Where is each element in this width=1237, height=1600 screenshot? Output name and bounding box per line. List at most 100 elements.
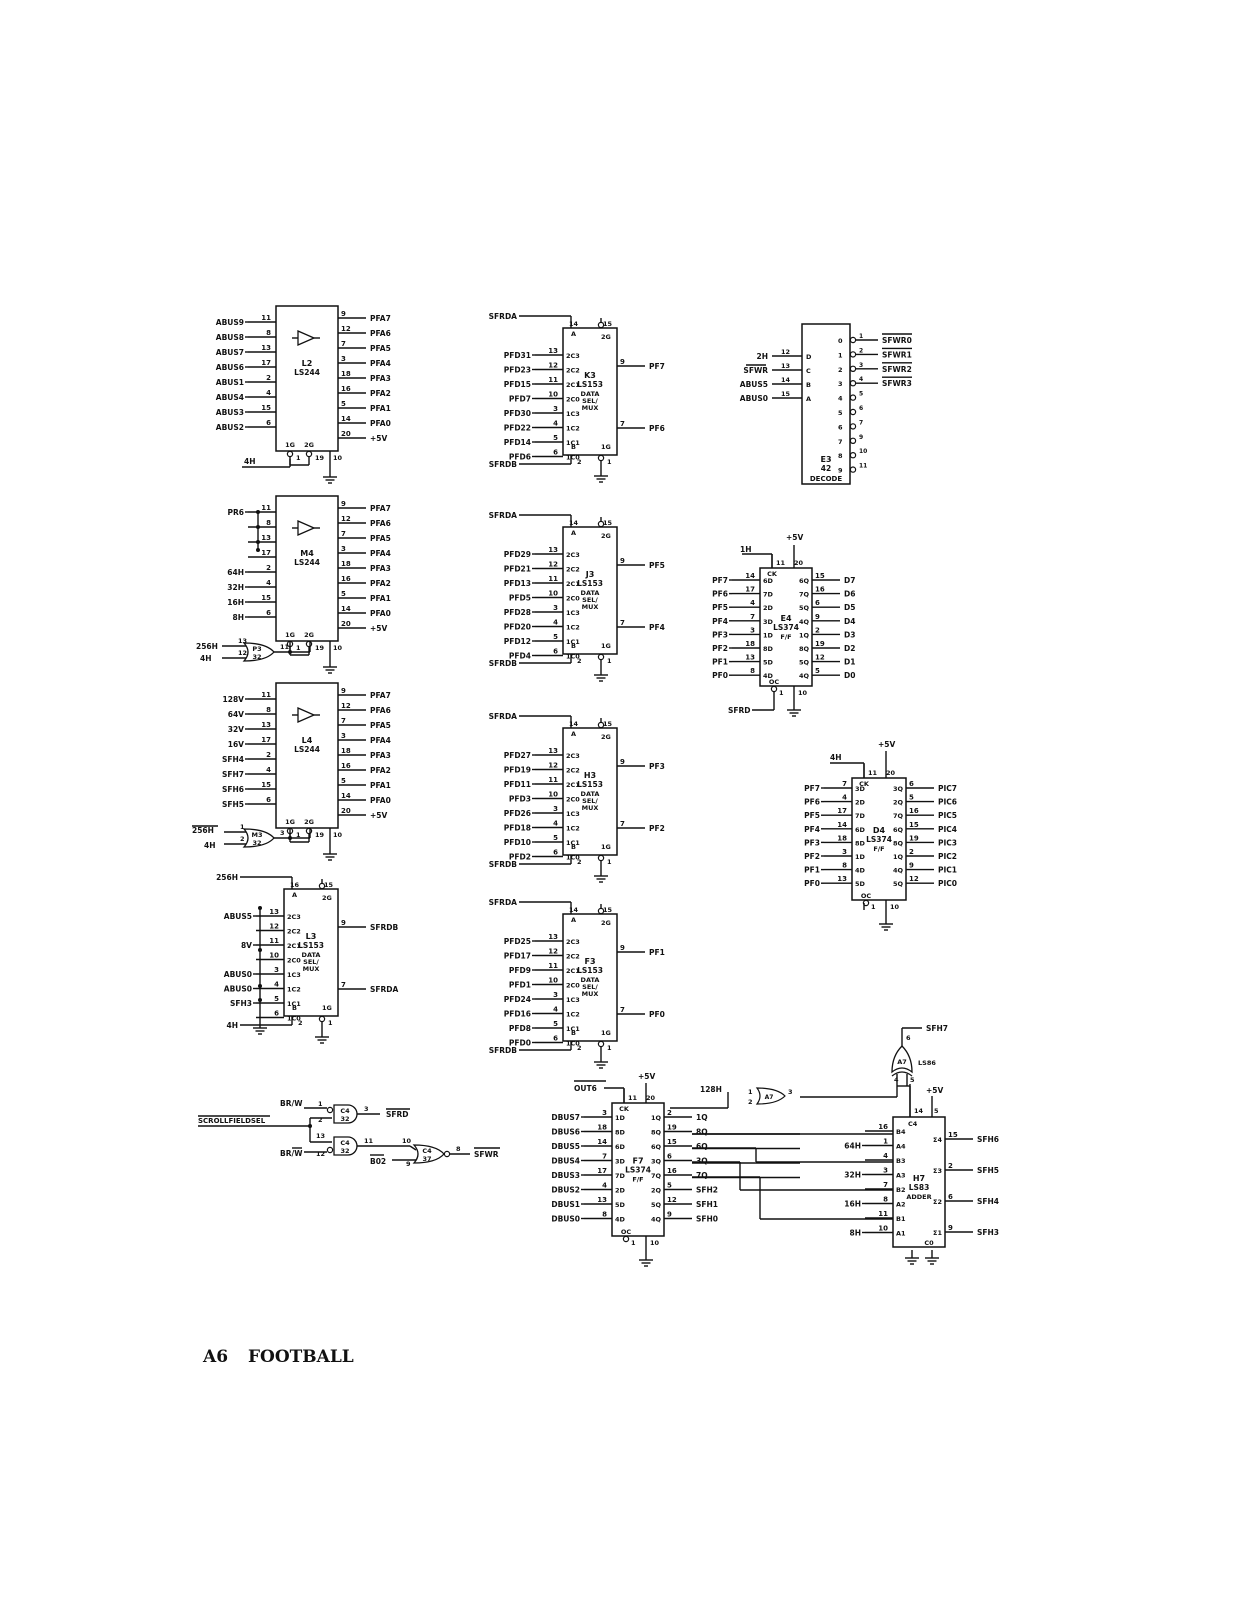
pin-number: 1 — [631, 1239, 636, 1247]
chip-id: E3 — [820, 455, 831, 464]
pin-function: 2C3 — [287, 913, 301, 921]
signal-label: PFD15 — [504, 380, 531, 389]
signal-label: 16H — [844, 1200, 861, 1209]
pin-number: 14 — [341, 792, 351, 800]
pin-function: A — [571, 916, 576, 924]
signal-label: PFD26 — [504, 809, 531, 818]
signal-label: PFD7 — [509, 395, 531, 404]
pin-function: 1C2 — [566, 624, 580, 632]
signal-label: 8Q — [696, 1128, 708, 1137]
signal-label: PF1 — [712, 658, 728, 667]
pin-number: 16 — [667, 1167, 677, 1175]
signal-label: 4H — [244, 457, 256, 466]
signal-label: 64H — [227, 568, 244, 577]
signal-label: PFD2 — [509, 853, 531, 862]
signal-label: 16V — [228, 740, 244, 749]
pin-number: 6 — [553, 849, 558, 857]
pin-number: 11 — [364, 1137, 374, 1145]
signal-label: ABUS5 — [740, 380, 768, 389]
pin-number: 2 — [859, 347, 863, 354]
pin-number: 9 — [620, 557, 625, 565]
signal-label: SFWR — [743, 366, 768, 375]
or-gate-m3 — [242, 828, 275, 848]
pin-number: 12 — [238, 649, 247, 657]
pin-number: 13 — [837, 875, 847, 883]
pin-number: 13 — [238, 637, 247, 645]
gate-id: C4 — [340, 1139, 350, 1147]
pin-number: 14 — [597, 1138, 607, 1146]
pin-number: 15 — [781, 390, 791, 398]
pin-number: 11 — [261, 314, 271, 322]
pin-function: 2G — [601, 532, 611, 540]
chip-body-e3 — [801, 323, 851, 485]
chip-function: ADDER — [906, 1193, 931, 1201]
signal-label: ABUS7 — [216, 348, 244, 357]
pin-function: 1C2 — [566, 425, 580, 433]
gate-part: 32 — [252, 653, 261, 661]
pin-number: 20 — [794, 559, 804, 567]
signal-label: PFD17 — [504, 952, 531, 961]
chip-body-k3 — [562, 327, 618, 456]
enable-bubble — [597, 321, 605, 329]
pin-number: 14 — [569, 519, 579, 527]
pin-number: 15 — [667, 1138, 677, 1146]
pin-number: 2 — [577, 458, 582, 466]
signal-label: ABUS9 — [216, 318, 244, 327]
enable-bubble — [305, 640, 313, 648]
signal-label: ABUS6 — [216, 363, 244, 372]
pin-function: 2Q — [893, 799, 904, 807]
xor-gate-a7-arc — [891, 1071, 913, 1077]
pin-number: 5 — [553, 1020, 558, 1028]
pin-function: 1C0 — [566, 1040, 580, 1048]
gate-part: 32 — [252, 839, 261, 847]
signal-label: PF3 — [804, 838, 820, 847]
pin-function: 1Q — [893, 853, 904, 861]
signal-label: PFD5 — [509, 594, 531, 603]
signal-label: PF4 — [804, 825, 820, 834]
input-bubble — [326, 1106, 334, 1114]
pin-function: 2C3 — [566, 752, 580, 760]
pin-function: 3Q — [893, 785, 904, 793]
signal-label: PF6 — [649, 424, 665, 433]
pin-function: 1C1 — [566, 439, 580, 447]
pin-number: 3 — [602, 1109, 607, 1117]
signal-label: DBUS4 — [551, 1157, 580, 1166]
pin-function: 5 — [838, 409, 843, 417]
signal-label: 16H — [227, 598, 244, 607]
pin-number: 15 — [909, 821, 919, 829]
page-footer: A6 FOOTBALL — [203, 1347, 368, 1367]
pin-number: 13 — [261, 534, 271, 542]
signal-label: PFA6 — [370, 519, 391, 528]
signal-label: PFA5 — [370, 534, 391, 543]
signal-label: 3Q — [696, 1157, 708, 1166]
signal-label: PFA7 — [370, 691, 391, 700]
pin-number: 17 — [837, 807, 847, 815]
pin-number: 10 — [890, 903, 900, 911]
signal-label: PFA5 — [370, 344, 391, 353]
pin-number: 8 — [842, 862, 847, 870]
chip-part: LS83 — [909, 1183, 930, 1192]
pin-number: 18 — [837, 834, 847, 842]
signal-label: SFH7 — [926, 1024, 948, 1033]
signal-label: PFA2 — [370, 389, 391, 398]
pin-function: 2C1 — [566, 967, 580, 975]
pin-number: 5 — [341, 590, 346, 598]
pin-number: 20 — [646, 1094, 656, 1102]
chip-function: DATA — [302, 951, 321, 959]
signal-label: PFA6 — [370, 329, 391, 338]
pin-number: 17 — [597, 1167, 607, 1175]
pin-number: 15 — [815, 572, 825, 580]
pin-function: 1 — [838, 351, 843, 359]
signal-label: DBUS3 — [551, 1171, 580, 1180]
pin-number: 5 — [667, 1182, 672, 1190]
pin-number: 4 — [266, 389, 271, 397]
pin-number: 6 — [266, 796, 271, 804]
signal-label: SFWR1 — [882, 350, 912, 359]
pin-number: 12 — [341, 515, 351, 523]
pin-number: 17 — [261, 736, 271, 744]
signal-label: SFH6 — [977, 1135, 999, 1144]
pin-function: 6Q — [651, 1143, 662, 1151]
pin-number: 15 — [603, 320, 613, 328]
